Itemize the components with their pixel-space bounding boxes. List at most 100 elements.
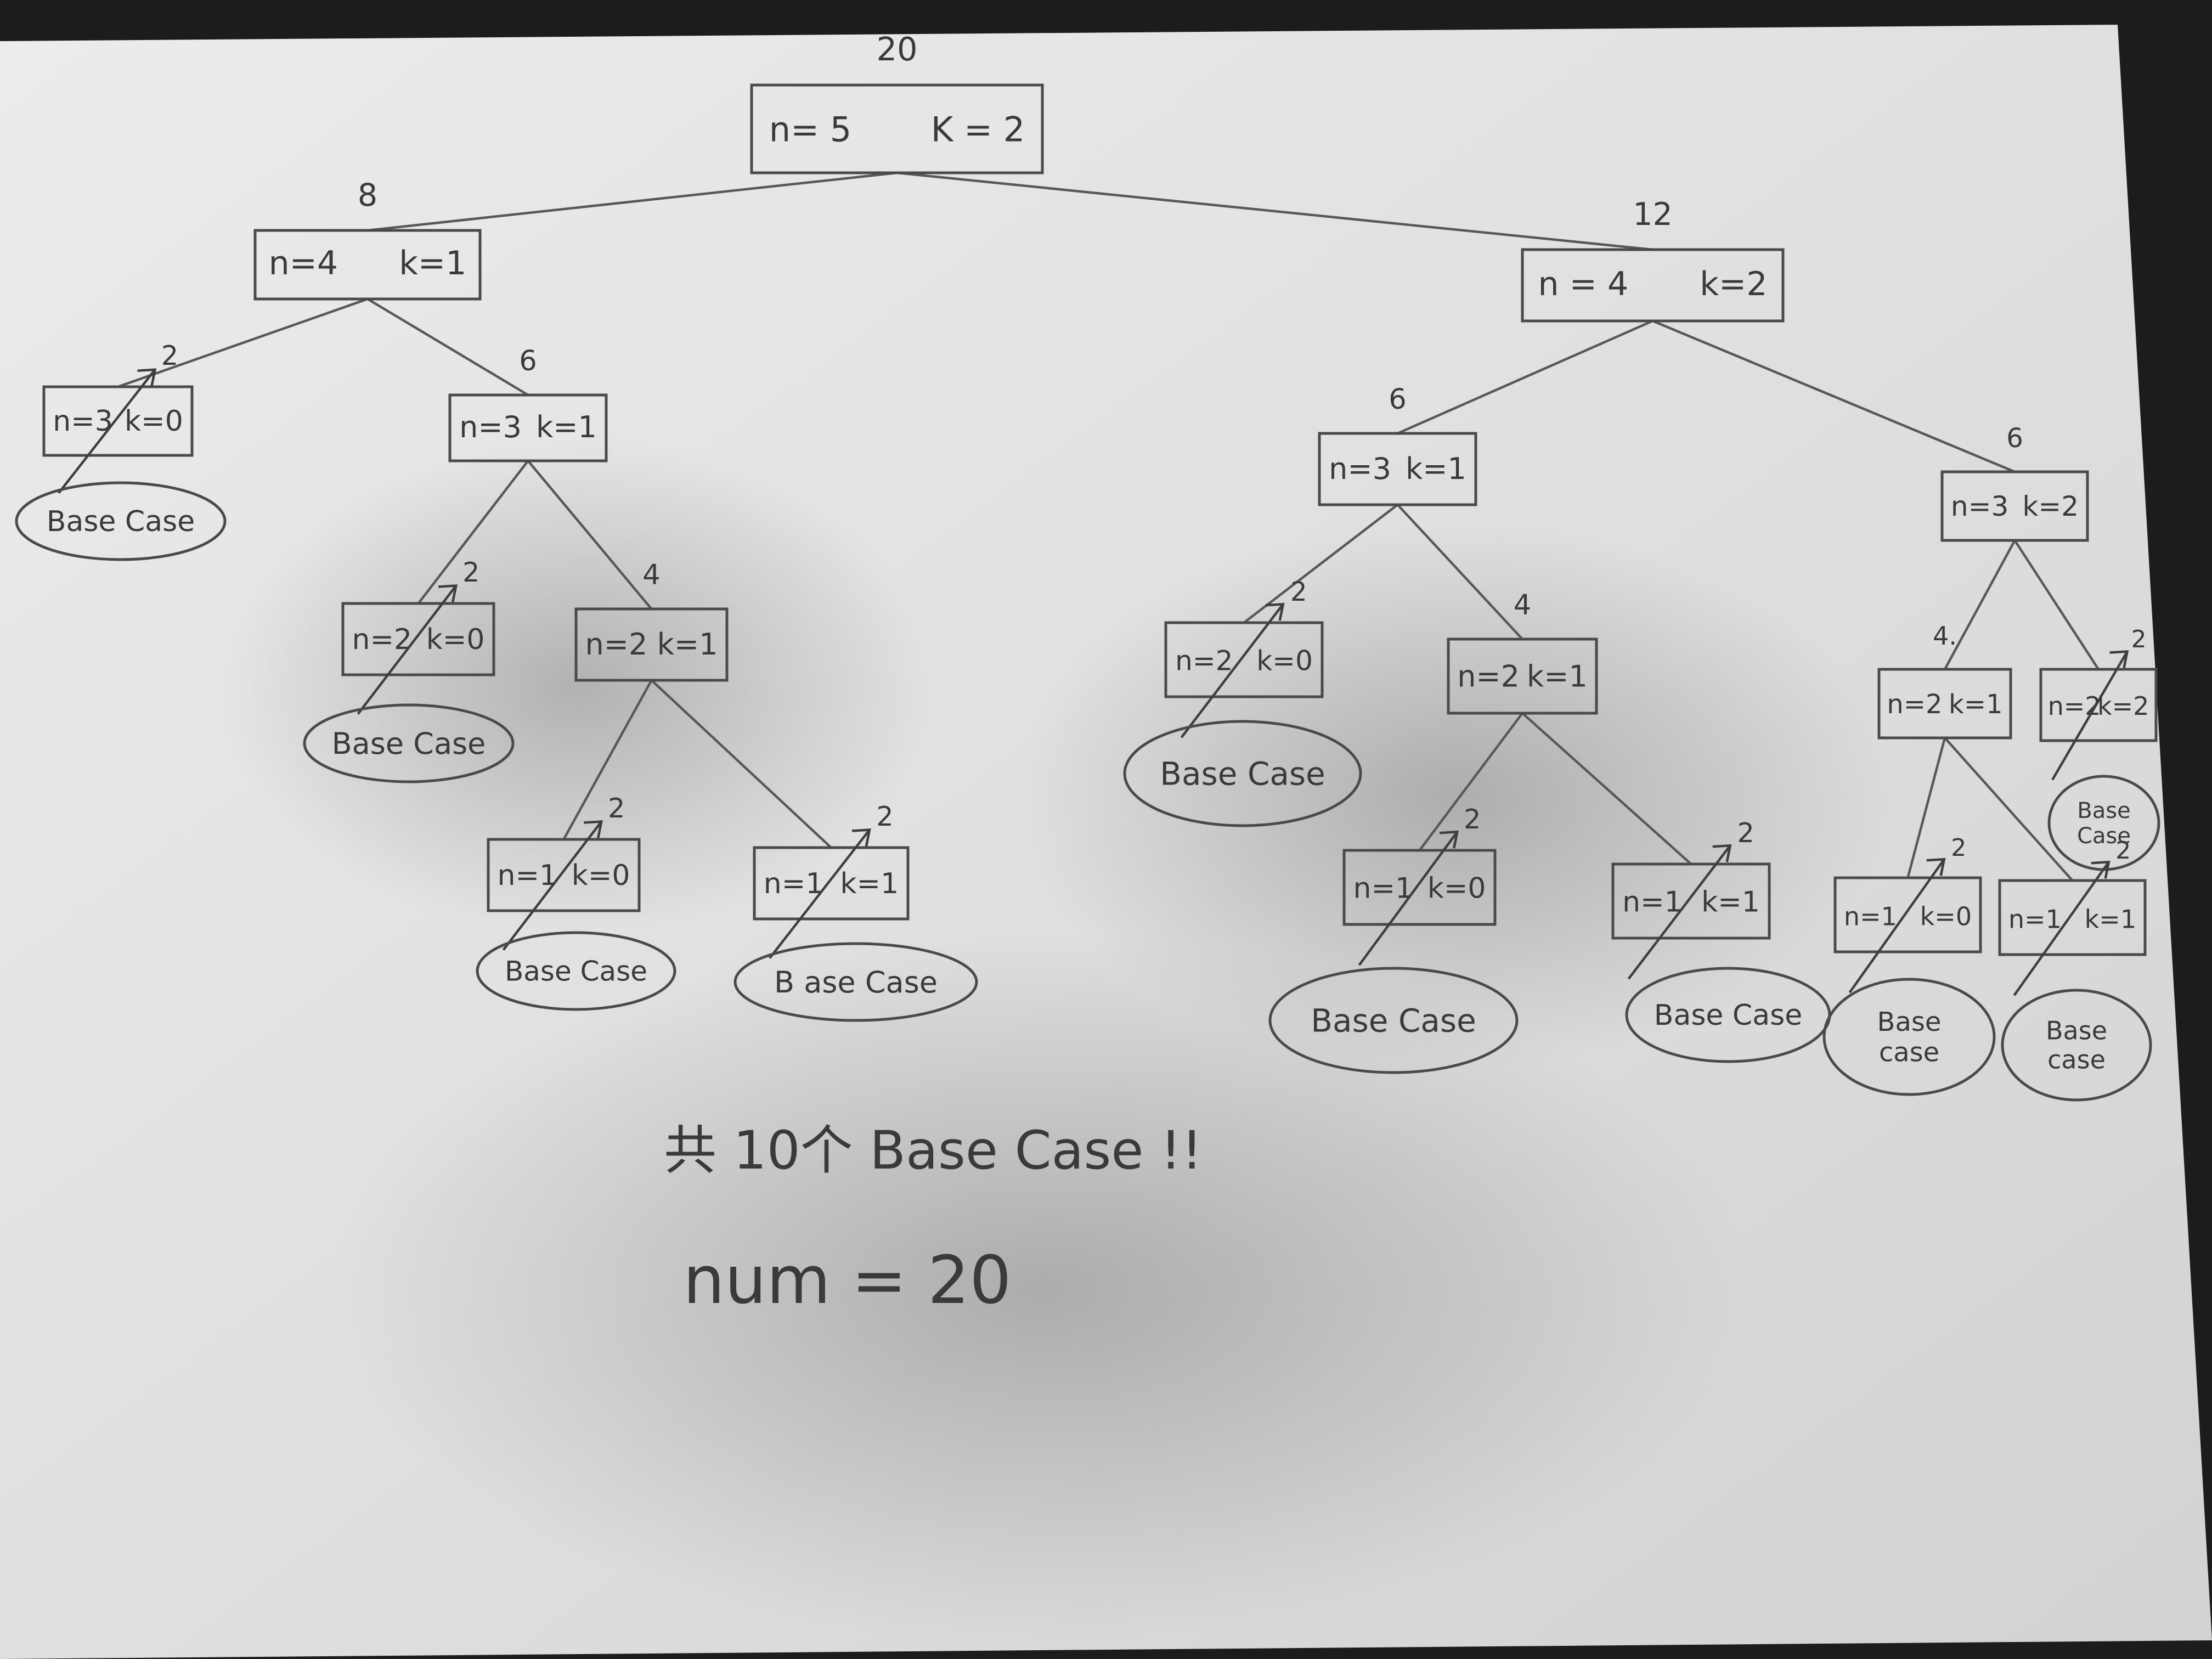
node-k-label: k=0 [426,623,485,656]
tree-edge [1243,504,1398,624]
node-k-label: k=1 [1701,885,1760,918]
node-count: 6 [2006,423,2023,454]
node-n-label: n=3 [1951,490,2008,522]
base-case-label: Base [2046,1016,2107,1046]
base-case-label: Base Case [332,726,486,761]
arrow-head [1712,844,1732,862]
tree-edge [896,171,1653,251]
strike-arrow [1627,844,1731,980]
node-box [448,393,608,462]
node-n-label: n=2 [1175,645,1233,676]
node-k-label: k=0 [1427,872,1486,905]
tree-edge [562,679,653,840]
node-count: 6 [1389,383,1406,416]
tree-edge [1418,712,1523,851]
arrow-head [1265,602,1285,621]
node-box [1940,470,2089,542]
node-box [1318,432,1477,506]
node-k-label: k=0 [1256,645,1313,676]
base-case-oval [303,703,515,783]
base-case-oval [1822,978,1996,1096]
node-k-label: K = 2 [931,109,1025,149]
tree-edge [1944,737,2074,882]
strike-arrow [58,369,156,494]
tree-edge [1396,504,1523,640]
node-count: 2 [1290,577,1307,607]
base-case-oval [15,481,227,561]
node-count: 2 [2115,837,2131,865]
node-count: 4. [1933,621,1957,651]
node-k-label: k=1 [2085,904,2136,934]
arrow-head [137,368,157,387]
node-box [341,602,495,676]
tree-edge [1944,539,2016,670]
tree-edge [1652,319,2016,473]
node-k-label: k=1 [657,627,718,662]
base-case-label: Base Case [1311,1002,1476,1039]
node-count: 4 [642,559,660,591]
node-box [1521,248,1785,323]
node-n-label: n=3 [53,405,113,438]
strike-arrow [357,585,458,715]
node-box [487,838,641,912]
node-k-label: k=1 [399,244,466,283]
node-n-label: n=1 [498,859,558,892]
node-n-label: n=4 [269,244,338,283]
strike-arrow [1358,831,1459,966]
node-count: 2 [608,793,625,824]
base-case-oval [733,942,978,1022]
node-k-label: k=1 [536,410,597,444]
node-n-label: n=3 [1329,452,1391,486]
base-case-label: Base [2077,798,2130,823]
strike-arrow [1848,858,1945,994]
strike-arrow [1180,603,1284,738]
base-case-label: Base Case [1654,999,1802,1032]
node-box [42,385,194,457]
base-case-label: case [1879,1037,1939,1068]
node-n-label: n=2 [2048,691,2101,721]
node-k-label: k=0 [125,405,183,438]
arrow-head [584,820,603,838]
strike-arrow [769,829,871,959]
node-box [753,846,910,921]
node-n-label: n=1 [1622,885,1683,918]
node-n-label: n=1 [764,867,824,900]
tree-edges [117,171,2100,882]
node-box [1342,849,1497,926]
base-case-label: Base [1877,1007,1942,1037]
base-case-summary: 共 10个 Base Case !! [664,1120,1203,1181]
num-result: num = 20 [683,1243,1012,1319]
tree-edge [117,297,368,388]
tree-edge [1906,737,1946,878]
base-case-oval [1123,720,1362,827]
node-box [750,83,1044,174]
hand-shadow [1015,521,1893,1070]
node-n-label: n=2 [1457,659,1520,693]
node-k-label: k=2 [2097,691,2149,721]
base-case-label: Base Case [505,956,647,988]
node-k-label: k=1 [840,867,899,900]
node-k-label: k=0 [572,859,630,892]
hand-shadow [329,933,1756,1646]
node-k-label: k=2 [1700,265,1767,303]
arrow-head [2091,860,2111,879]
node-box [1833,876,1982,953]
node-count: 2 [462,557,479,588]
node-n-label: n=2 [1887,689,1942,720]
node-count: 2 [161,340,178,371]
node-n-label: n=1 [2008,904,2062,934]
node-box [2039,668,2158,742]
arrow-head [851,828,871,847]
node-box [253,229,482,301]
tree-edge [650,679,832,849]
